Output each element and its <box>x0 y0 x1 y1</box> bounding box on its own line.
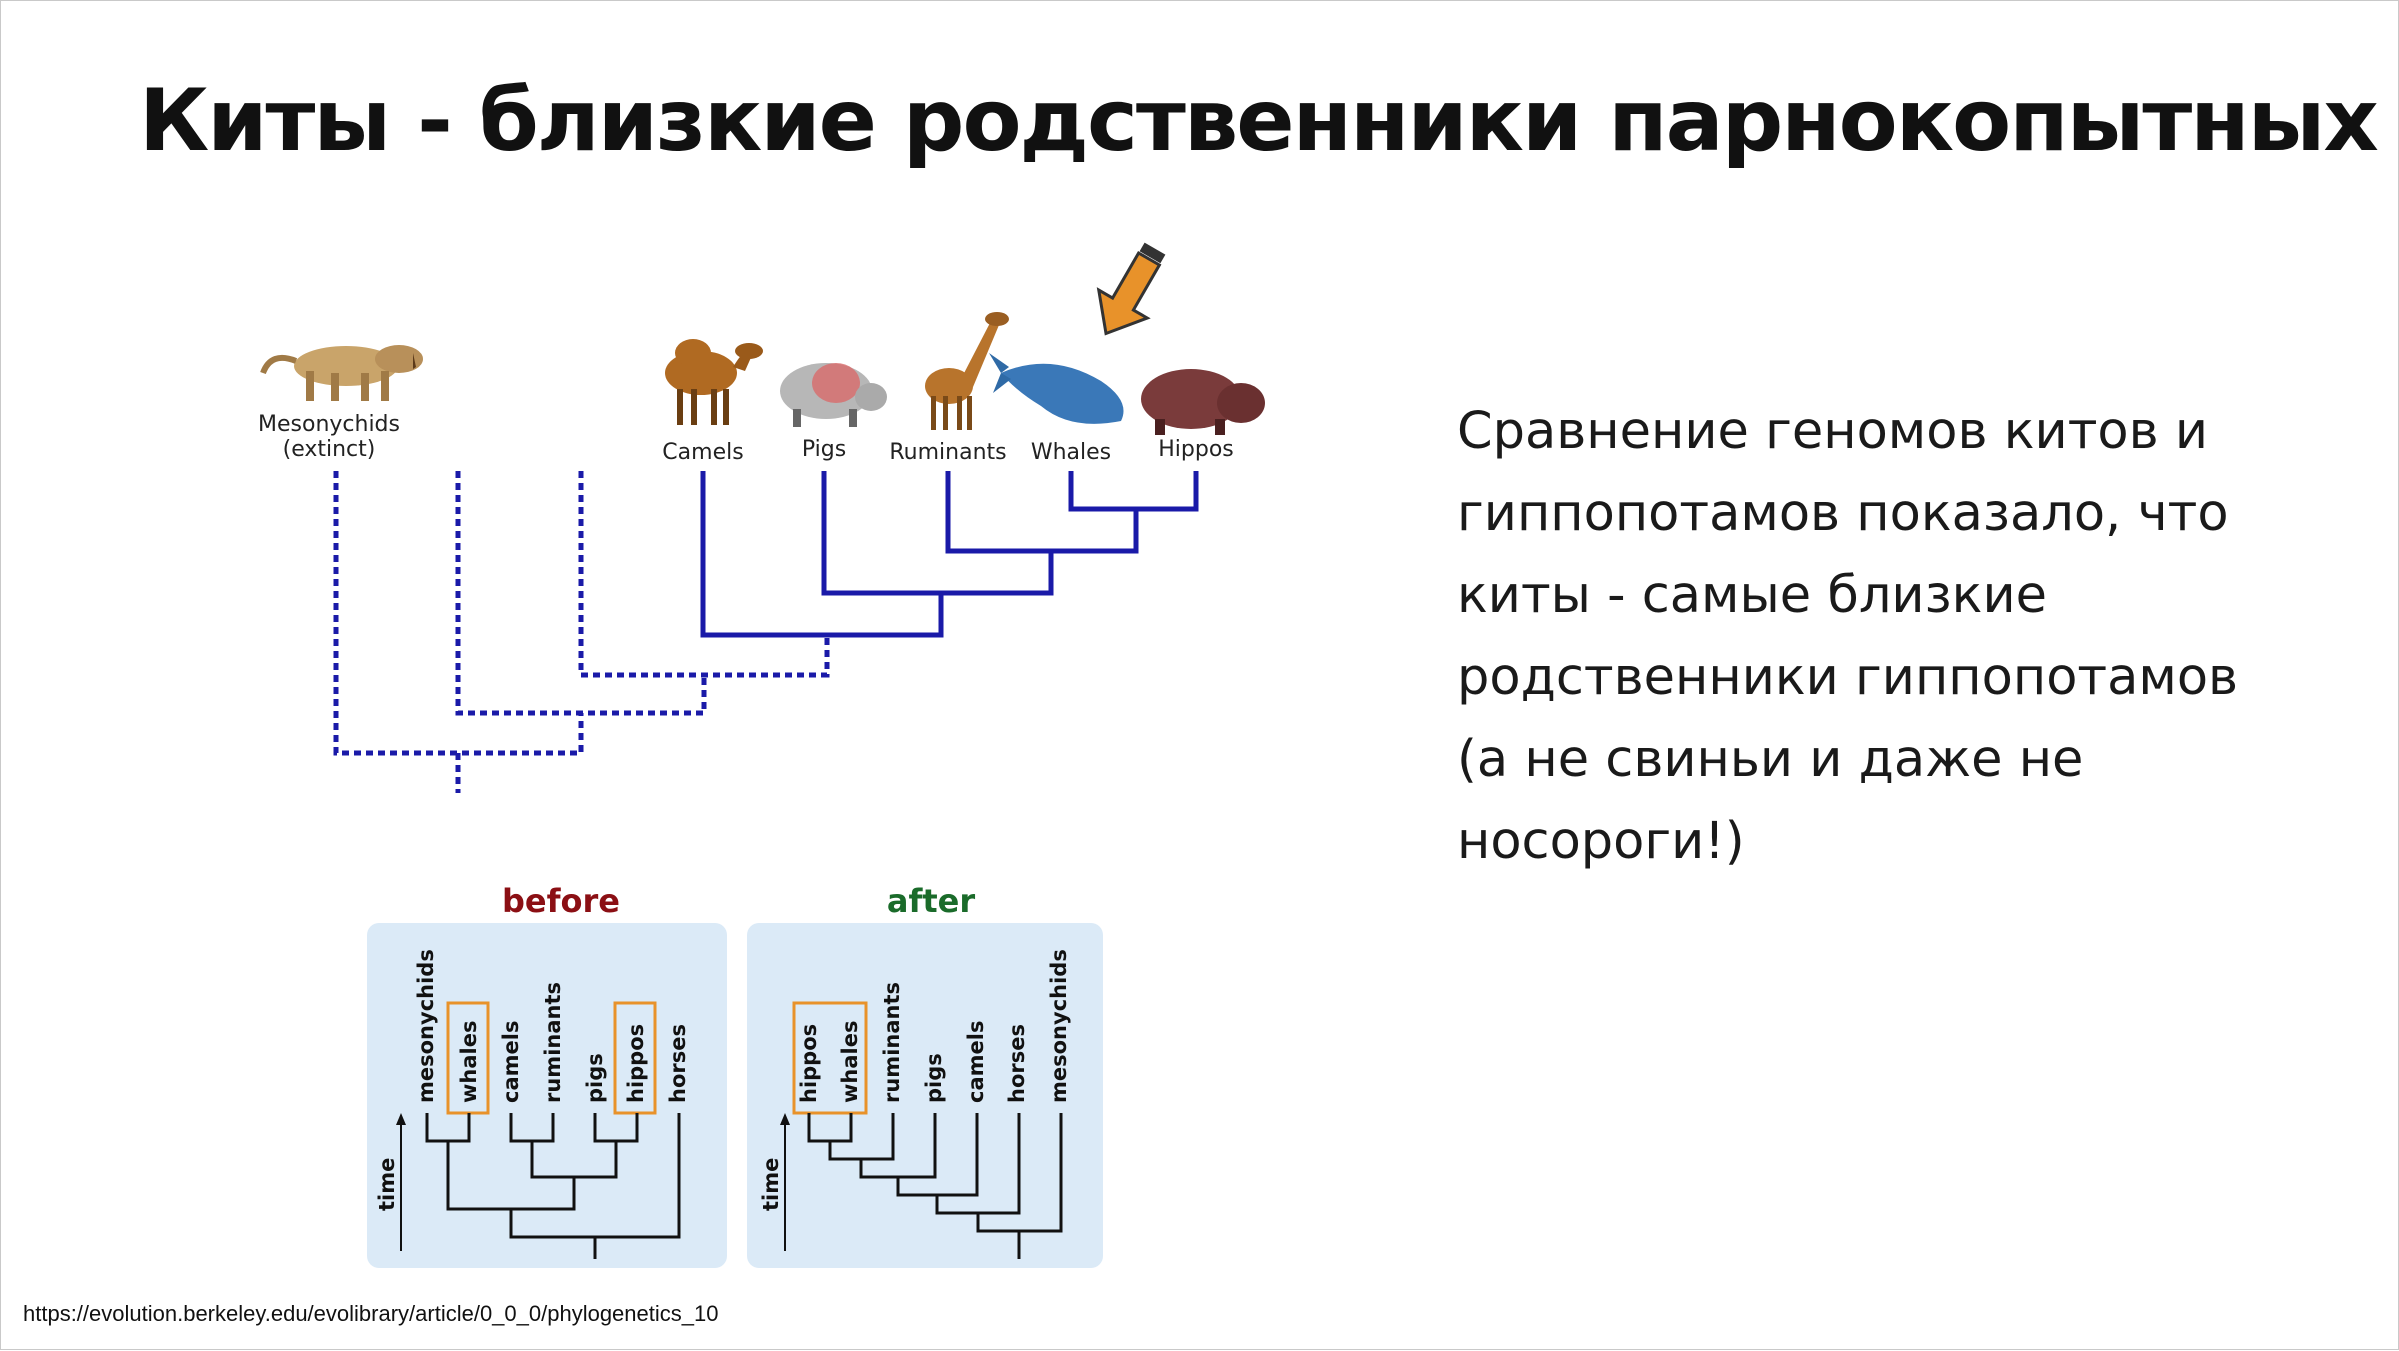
after-time-axis <box>780 1113 790 1251</box>
taxon-label-mesonychids: Mesonychids <box>258 412 400 437</box>
after-label-6: horses <box>1005 1024 1029 1103</box>
body-text: Сравнение геномов китов и гиппопотамов п… <box>1457 391 2317 883</box>
camel-illustration <box>665 339 763 425</box>
branch-whales-hippos <box>1068 471 1199 512</box>
pig-illustration <box>780 363 887 427</box>
after-label-4: pigs <box>922 1053 946 1103</box>
before-time-label: time <box>375 1158 399 1211</box>
taxon-label-ruminants: Ruminants <box>889 440 1006 465</box>
before-label-7: horses <box>666 1024 690 1103</box>
whale-illustration <box>989 353 1124 424</box>
after-label-3: ruminants <box>880 982 904 1103</box>
before-label-3: camels <box>499 1021 523 1103</box>
after-panel <box>747 923 1103 1268</box>
taxon-label-hippos: Hippos <box>1158 437 1234 462</box>
taxon-label-camels: Camels <box>662 440 743 465</box>
body-line: Сравнение геномов китов и <box>1457 402 2209 461</box>
after-hippos-whales-highlight <box>792 1001 868 1115</box>
main-tree-dotted-branches <box>333 471 830 793</box>
after-header: after <box>887 882 976 920</box>
mesonychid-illustration <box>260 345 423 401</box>
taxon-label-whales: Whales <box>1031 440 1111 465</box>
branch-ruminants-clade <box>945 471 1139 554</box>
before-label-2: whales <box>457 1021 481 1103</box>
body-line: носороги!) <box>1457 812 1745 871</box>
highlight-arrow <box>1096 242 1166 336</box>
before-label-6: hippos <box>624 1024 648 1103</box>
after-label-7: mesonychids <box>1047 949 1071 1103</box>
after-label-5: camels <box>964 1021 988 1103</box>
body-line: родственники гиппопотамов <box>1457 648 2239 707</box>
before-time-axis <box>396 1113 406 1251</box>
source-link[interactable]: https://evolution.berkeley.edu/evolibrar… <box>23 1301 719 1326</box>
after-labels: hippos whales ruminants pigs camels hors… <box>797 949 1071 1103</box>
body-line: киты - самые близкие <box>1457 566 2048 625</box>
before-hippos-highlight <box>613 1001 657 1115</box>
branch-camels-clade <box>700 471 944 638</box>
before-label-4: ruminants <box>541 982 565 1103</box>
hippo-illustration <box>1141 369 1265 435</box>
after-time-label: time <box>759 1158 783 1211</box>
before-header: before <box>502 882 620 920</box>
branch-pigs-clade <box>821 471 1054 596</box>
slide-title: Киты - близкие родственники парнокопытны… <box>139 71 2379 171</box>
dotted-branch-1 <box>578 471 830 678</box>
before-tree <box>425 1113 681 1259</box>
after-label-2: whales <box>838 1021 862 1103</box>
taxon-label-extinct: (extinct) <box>283 437 376 462</box>
body-line: (а не свиньи и даже не <box>1457 730 2084 789</box>
after-label-1: hippos <box>797 1024 821 1103</box>
body-line: гиппопотамов показало, что <box>1457 484 2229 543</box>
after-tree <box>807 1113 1063 1259</box>
main-tree-branches <box>700 471 1199 638</box>
before-label-1: mesonychids <box>414 949 438 1103</box>
before-labels: mesonychids whales camels ruminants pigs… <box>414 949 690 1103</box>
giraffe-illustration <box>925 312 1009 430</box>
dotted-branch-3 <box>333 471 584 756</box>
taxon-label-pigs: Pigs <box>802 437 846 462</box>
before-panel <box>367 923 727 1268</box>
before-label-5: pigs <box>583 1053 607 1103</box>
